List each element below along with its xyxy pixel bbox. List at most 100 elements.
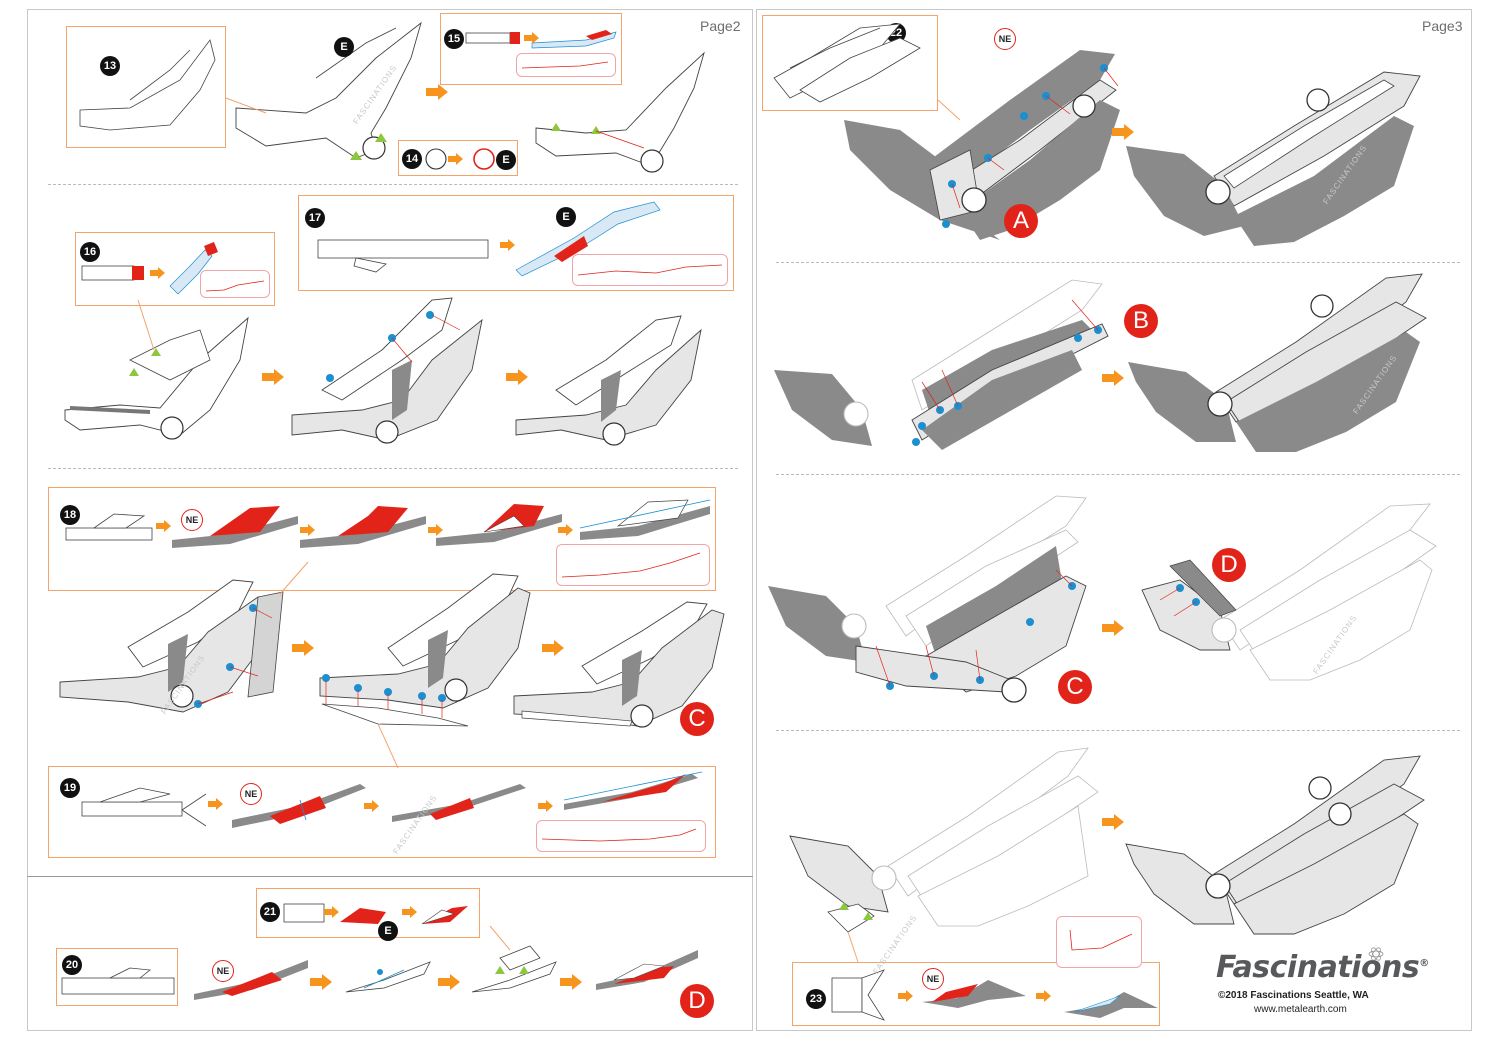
step15-inset-box xyxy=(440,13,622,85)
step17-folded-part xyxy=(515,201,661,277)
step21-inset-box xyxy=(256,888,480,938)
step16-main-part xyxy=(64,299,249,440)
page2-label: Page2 xyxy=(700,18,741,34)
atom-icon xyxy=(1368,947,1384,961)
detail-curve xyxy=(205,280,265,292)
step17-result-part xyxy=(515,315,702,446)
ne-badge: NE xyxy=(240,783,262,805)
step16-number: 16 xyxy=(80,242,100,262)
divider xyxy=(48,468,738,469)
divider xyxy=(776,474,1460,475)
divider xyxy=(776,730,1460,731)
detail-callout xyxy=(516,53,616,77)
detail-callout xyxy=(536,820,706,852)
step19-part xyxy=(81,787,207,827)
step23-part xyxy=(831,969,885,1021)
page3-frame xyxy=(756,9,1472,1031)
step13-number: 13 xyxy=(100,56,120,76)
brand-logo: Fascinations® xyxy=(1216,950,1429,985)
step22-inset-box xyxy=(762,15,938,111)
step18-number: 18 xyxy=(60,505,80,525)
connector-d: D xyxy=(680,984,714,1018)
step21-part xyxy=(283,903,468,925)
brand-name: Fascinations xyxy=(1216,950,1420,985)
step17-main-part xyxy=(291,297,483,444)
step23-result-assembly xyxy=(1125,755,1425,935)
step23-fold-a xyxy=(922,980,1026,1008)
step19-fold-b xyxy=(392,784,526,822)
step19-inset-box xyxy=(48,766,716,858)
stepD-result-assembly xyxy=(1141,503,1437,681)
divider xyxy=(48,184,738,185)
detail-curve xyxy=(577,264,723,276)
connector-d: D xyxy=(1212,548,1246,582)
step18-part xyxy=(65,513,153,541)
step18-fold-c xyxy=(436,504,562,546)
stepC-main-assembly xyxy=(768,495,1087,703)
ne-badge: NE xyxy=(922,968,944,990)
detail-callout xyxy=(1056,916,1142,968)
stepB-main-assembly xyxy=(774,279,1109,450)
step19-number: 19 xyxy=(60,778,80,798)
step20-part xyxy=(61,967,175,995)
step13-inset-box xyxy=(66,26,226,148)
step20-fold-c xyxy=(471,925,557,993)
connector-c: C xyxy=(680,702,714,736)
step22-result-assembly xyxy=(1126,71,1421,246)
step18-main-part xyxy=(59,561,309,713)
detail-curve xyxy=(541,828,697,842)
step18-fold-d xyxy=(579,499,711,540)
step13-part-outline xyxy=(79,39,216,131)
step22-main-assembly xyxy=(844,50,1120,240)
step19-fold-c xyxy=(563,771,703,810)
step14-gear-icon xyxy=(425,148,495,170)
connector-b: B xyxy=(1124,304,1158,338)
step18-fold-b xyxy=(300,506,426,548)
page3-label: Page3 xyxy=(1422,18,1463,34)
step21-number: 21 xyxy=(260,902,280,922)
connector-a: A xyxy=(1004,204,1038,238)
ne-badge: NE xyxy=(181,509,203,531)
divider xyxy=(776,262,1460,263)
step15-result-part xyxy=(535,51,705,173)
step14-number: 14 xyxy=(402,149,422,169)
page2-frame xyxy=(27,9,753,1031)
step18-inset-box xyxy=(48,487,716,591)
copyright-text: ©2018 Fascinations Seattle, WA xyxy=(1218,990,1369,1001)
step17-part xyxy=(317,239,489,273)
step20-inset-box xyxy=(56,948,178,1006)
e-badge: E xyxy=(334,37,354,57)
step15-part xyxy=(465,30,617,49)
detail-callout xyxy=(200,270,270,298)
detail-callout xyxy=(572,254,728,286)
detail-curve xyxy=(521,61,609,69)
step17-number: 17 xyxy=(305,208,325,228)
step20-result-part xyxy=(596,950,698,990)
divider xyxy=(27,876,753,877)
step19-fold-a xyxy=(232,784,366,828)
step15-number: 15 xyxy=(444,29,464,49)
step14-inset-box xyxy=(398,140,518,176)
e-badge: E xyxy=(496,150,516,170)
step23-inset-box xyxy=(792,962,1160,1026)
step20-fold-a xyxy=(194,960,308,1000)
website-link[interactable]: www.metalearth.com xyxy=(1254,1004,1347,1015)
step18-result-part xyxy=(513,601,725,728)
step22-inset-part xyxy=(773,23,921,103)
step18-main-part-2 xyxy=(319,573,531,769)
step23-number: 23 xyxy=(806,989,826,1009)
step17-inset-box xyxy=(298,195,734,291)
step23-main-assembly xyxy=(789,747,1099,963)
ne-badge: NE xyxy=(212,960,234,982)
e-badge: E xyxy=(556,207,576,227)
step23-fold-b xyxy=(1064,992,1158,1018)
detail-curve xyxy=(561,552,701,578)
detail-callout xyxy=(556,544,710,586)
step20-number: 20 xyxy=(62,955,82,975)
step16-inset-box xyxy=(75,232,275,306)
ne-badge: NE xyxy=(994,28,1016,50)
stepB-result-assembly xyxy=(1128,273,1427,452)
step20-fold-b xyxy=(345,961,431,993)
detail-curve xyxy=(1069,929,1133,951)
step16-part xyxy=(81,242,218,295)
